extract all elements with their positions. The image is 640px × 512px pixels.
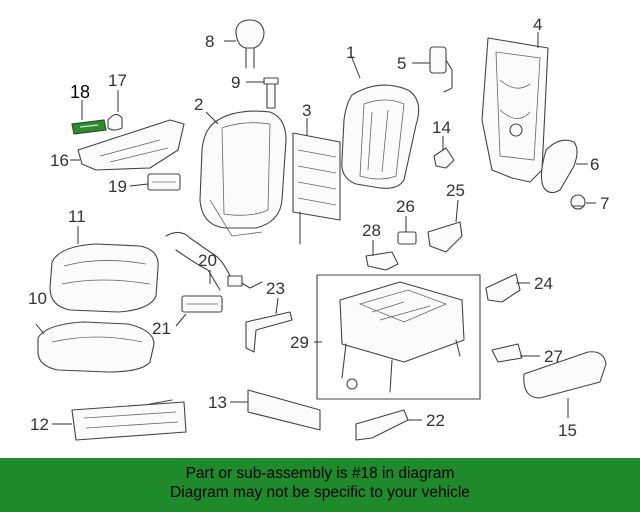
- callout-17: 17: [108, 71, 127, 90]
- banner-line-2: Diagram may not be specific to your vehi…: [170, 484, 470, 501]
- callout-28: 28: [362, 221, 381, 240]
- callout-5: 5: [397, 54, 406, 73]
- callout-18: 18: [70, 82, 90, 102]
- part-22-cover[interactable]: [355, 409, 409, 441]
- banner-line-1: Part or sub-assembly is #18 in diagram: [185, 465, 455, 482]
- part-23-bracket[interactable]: [245, 311, 293, 353]
- callout-16: 16: [50, 151, 69, 170]
- parts-diagram: 1 2 3 4 5 6 7 8 9 10 11 12 13 14 15 16 1…: [28, 15, 609, 441]
- part-12-heater-mat[interactable]: [71, 399, 187, 441]
- part-4-seatback-frame[interactable]: [481, 37, 549, 183]
- part-17-cap[interactable]: [107, 113, 123, 131]
- callout-14: 14: [432, 118, 451, 137]
- callout-25: 25: [446, 181, 465, 200]
- part-13-bar[interactable]: [247, 389, 321, 431]
- callout-1: 1: [346, 43, 355, 62]
- info-banner: Part or sub-assembly is #18 in diagram D…: [0, 458, 640, 512]
- leader-lines: [35, 32, 596, 425]
- part-15-outer-shield[interactable]: [523, 351, 607, 399]
- callout-23: 23: [266, 279, 285, 298]
- part-19-control-unit[interactable]: [147, 173, 181, 191]
- callout-11: 11: [68, 207, 86, 226]
- part-1-seatback-pad[interactable]: [341, 84, 420, 189]
- part-28-clip[interactable]: [365, 251, 399, 271]
- part-27-bracket[interactable]: [491, 343, 523, 363]
- part-26-cap[interactable]: [397, 231, 417, 245]
- callout-12: 12: [30, 415, 49, 434]
- part-7-knob[interactable]: [570, 194, 586, 210]
- callout-13: 13: [208, 393, 227, 412]
- part-5-bracket[interactable]: [429, 46, 453, 93]
- part-24-hinge[interactable]: [485, 273, 521, 303]
- callout-15: 15: [558, 421, 577, 440]
- part-25-bracket[interactable]: [427, 221, 463, 253]
- part-10-cushion-pad[interactable]: [37, 321, 155, 373]
- callout-21: 21: [152, 319, 171, 338]
- part-21-module[interactable]: [181, 295, 223, 313]
- part-8-headrest[interactable]: [235, 19, 265, 69]
- part-2-seatback-cover[interactable]: [199, 110, 287, 237]
- callout-20: 20: [198, 251, 217, 270]
- callout-24: 24: [534, 274, 553, 293]
- callout-26: 26: [396, 197, 415, 216]
- part-14-clip[interactable]: [433, 147, 455, 169]
- callout-27: 27: [544, 347, 563, 366]
- callout-6: 6: [590, 155, 599, 174]
- part-18-switch[interactable]: [71, 119, 107, 135]
- part-29-seat-adjuster[interactable]: [316, 274, 481, 400]
- callout-7: 7: [600, 194, 609, 213]
- callout-numbers: 1 2 3 4 5 6 7 8 9 10 11 12 13 14 15 16 1…: [28, 15, 609, 440]
- callout-4: 4: [533, 15, 542, 34]
- part-20-wire-harness[interactable]: [165, 231, 263, 291]
- callout-2: 2: [194, 95, 203, 114]
- part-3-seatback-spring[interactable]: [292, 132, 341, 245]
- part-11-cushion-cover[interactable]: [49, 243, 159, 313]
- callout-8: 8: [205, 32, 214, 51]
- callout-9: 9: [231, 73, 240, 92]
- part-6-side-cover[interactable]: [540, 139, 578, 194]
- callout-19: 19: [108, 177, 127, 196]
- callout-10: 10: [28, 289, 47, 308]
- part-9-guide[interactable]: [263, 77, 279, 109]
- callout-22: 22: [426, 411, 445, 430]
- callout-29: 29: [290, 333, 309, 352]
- part-16-side-shield[interactable]: [77, 119, 185, 171]
- callout-3: 3: [302, 101, 311, 120]
